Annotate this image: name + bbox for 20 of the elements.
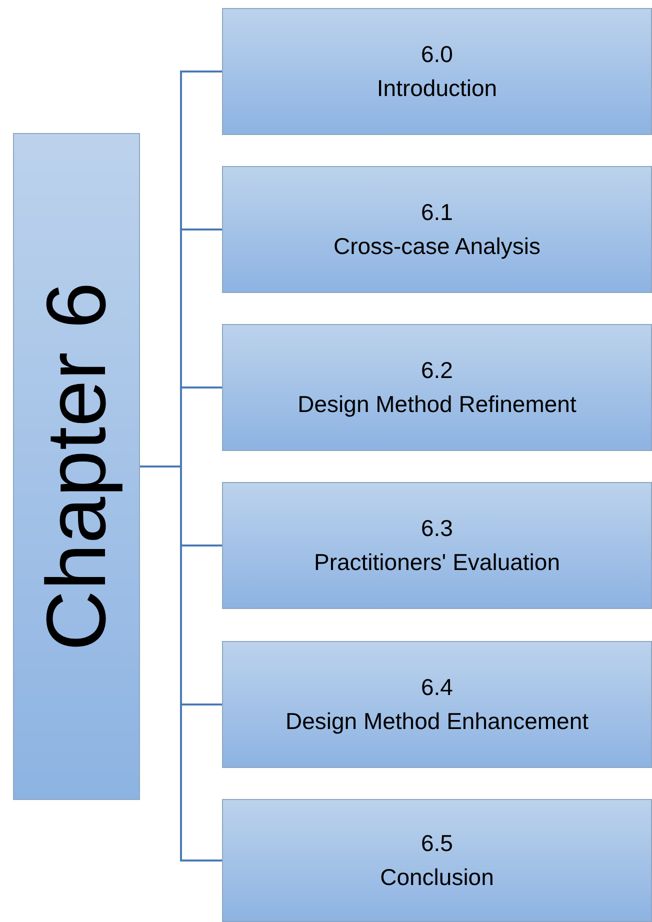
section-title: Design Method Enhancement	[284, 706, 590, 736]
chapter-title: Chapter 6	[28, 282, 124, 651]
section-box	[222, 166, 652, 293]
chapter-box	[13, 133, 140, 800]
section-box	[222, 482, 652, 609]
section-title: 6.5	[420, 829, 454, 858]
section-title: Design Method Refinement	[296, 390, 578, 419]
section-box	[222, 641, 652, 768]
section-box	[222, 8, 652, 135]
section-box	[222, 799, 652, 922]
section-title: 6.3	[420, 514, 454, 544]
section-title: 6.4	[420, 673, 454, 702]
section-title: Practitioners' Evaluation	[312, 548, 561, 576]
section-title: Cross-case Analysis	[332, 232, 542, 261]
section-title: Introduction	[376, 74, 498, 102]
section-title: 6.2	[420, 356, 454, 386]
section-title: Conclusion	[379, 862, 495, 892]
section-box	[222, 324, 652, 451]
section-title: 6.1	[420, 198, 454, 228]
section-title: 6.0	[420, 40, 454, 70]
